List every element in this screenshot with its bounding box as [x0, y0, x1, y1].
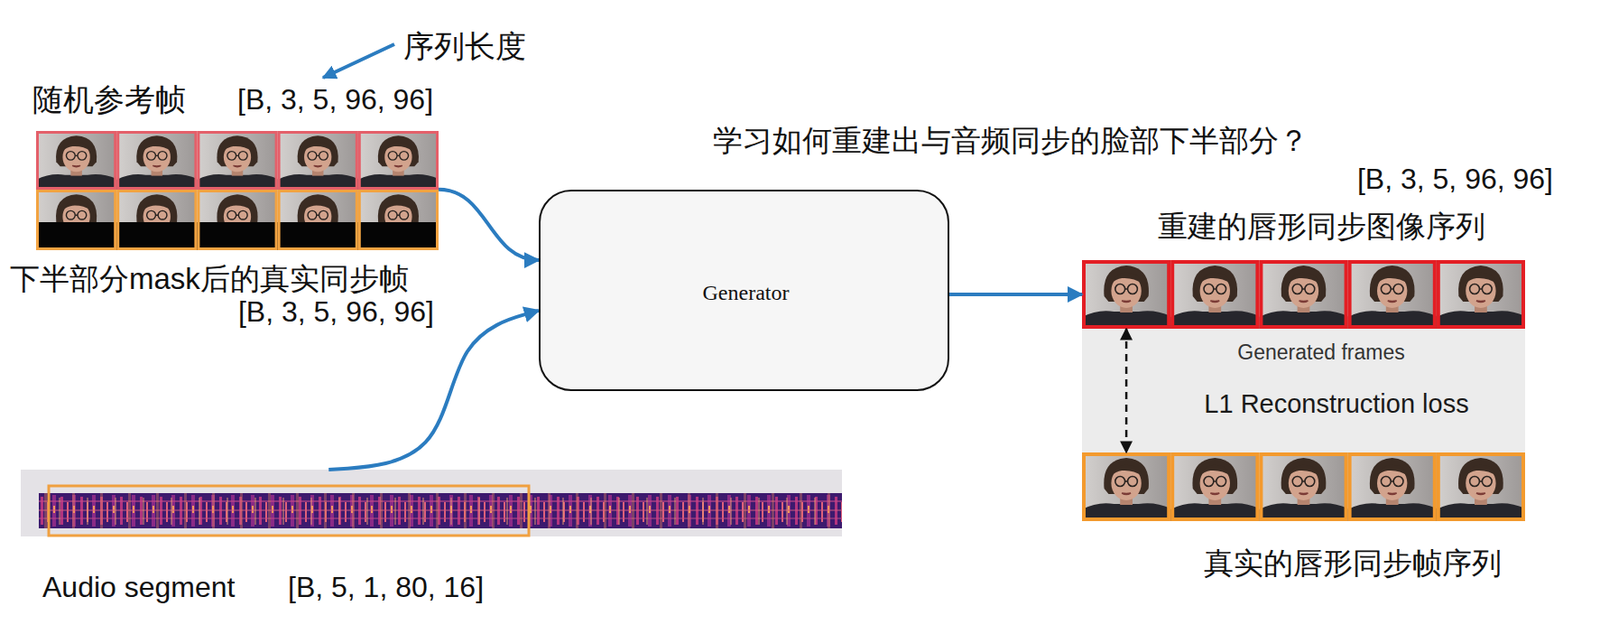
frame-border: [1172, 453, 1258, 519]
output-panel-ground: [1082, 259, 1526, 521]
audio-arrow: [328, 310, 539, 470]
generated-frames-row: 重建的唇形同步图像序列[B, 3, 5, 96, 96]: [1082, 259, 1526, 329]
frame-border: [118, 132, 196, 189]
audio-segment: Audio segment[B, 5, 1, 80, 16]: [20, 469, 842, 537]
loss-arrow: [1125, 328, 1129, 453]
annotation-label: 序列长度: [403, 27, 527, 65]
input-frames: 随机参考帧[B, 3, 5, 96, 96]下半部分mask后的真实同步帧[B,…: [36, 130, 439, 250]
frame-border: [278, 132, 357, 189]
face-frame: [1348, 452, 1437, 521]
loss-label: L1 Reconstruction loss: [1203, 388, 1469, 420]
output-arrow: [949, 292, 1083, 296]
generated-frames: [1082, 259, 1526, 329]
face-frame: [116, 130, 197, 190]
face-frame: [1436, 259, 1526, 329]
frame-border: [359, 191, 437, 250]
generator-label: Generator: [702, 278, 790, 306]
face-frame: [358, 130, 439, 190]
question-label: 学习如何重建出与音频同步的脸部下半部分？: [712, 122, 1309, 159]
face-frame: [1082, 259, 1171, 329]
face-frame: [196, 130, 278, 190]
frame-borders: [37, 132, 438, 189]
mask-bar: [36, 221, 439, 250]
frame-border: [1438, 261, 1524, 327]
audio-window: [48, 485, 529, 536]
tensor-shape: [B, 5, 1, 80, 16]: [287, 569, 484, 604]
reference-frames: [36, 130, 439, 190]
connectors: [328, 189, 1127, 470]
output-panel: Generated frames L1 Reconstruction loss 重建…: [1082, 259, 1526, 521]
frame-border: [359, 132, 437, 189]
frame-border: [1260, 453, 1346, 519]
real-frames: [1082, 452, 1526, 521]
input-arrow: [438, 189, 539, 260]
face-frame: [1348, 259, 1437, 329]
frame-border: [278, 191, 357, 250]
face-frame: [1258, 259, 1348, 329]
spectrogram: [38, 492, 842, 528]
output-caption: 真实的唇形同步帧序列: [1203, 545, 1502, 582]
frame-border: [118, 191, 196, 250]
masked-frames: [36, 189, 439, 250]
frame-border: [37, 132, 116, 189]
frame-border: [1350, 453, 1435, 519]
frame-border: [1350, 261, 1435, 327]
output-caption: 重建的唇形同步图像序列: [1157, 208, 1486, 245]
face-frame: [1436, 452, 1526, 521]
face-frame: [277, 130, 359, 190]
face-frame: [1170, 259, 1259, 329]
tensor-shape: [B, 3, 5, 96, 96]: [237, 82, 434, 117]
input-caption: 随机参考帧: [32, 81, 186, 119]
frame-border: [1438, 453, 1524, 519]
audio-caption: Audio segment: [42, 569, 235, 604]
frame-border: [1083, 453, 1169, 519]
face-frame: [1082, 452, 1171, 521]
tensor-shape: [B, 3, 5, 96, 96]: [1357, 161, 1554, 196]
panel-caption: Generated frames: [1237, 340, 1405, 366]
face-frame: [1258, 452, 1348, 521]
input-caption: 下半部分mask后的真实同步帧: [9, 260, 409, 297]
frame-borders: [1083, 261, 1524, 327]
spectrogram-ground: [20, 469, 842, 537]
frame-border: [1083, 261, 1169, 327]
frame-border: [1260, 261, 1346, 327]
leader-arrow: [323, 44, 395, 78]
generator-box: Generator: [538, 189, 950, 391]
frame-border: [37, 191, 116, 250]
frame-borders: [37, 191, 438, 250]
spectrogram-harmonics: [38, 492, 842, 528]
face-frame: [1170, 452, 1259, 521]
frame-border: [198, 132, 277, 189]
face-frame: [36, 130, 117, 190]
tensor-shape: [B, 3, 5, 96, 96]: [238, 294, 435, 329]
frame-borders: [1083, 453, 1524, 519]
frame-border: [198, 191, 277, 250]
frame-border: [1172, 261, 1258, 327]
real-frames-row: 真实的唇形同步帧序列: [1082, 452, 1526, 521]
